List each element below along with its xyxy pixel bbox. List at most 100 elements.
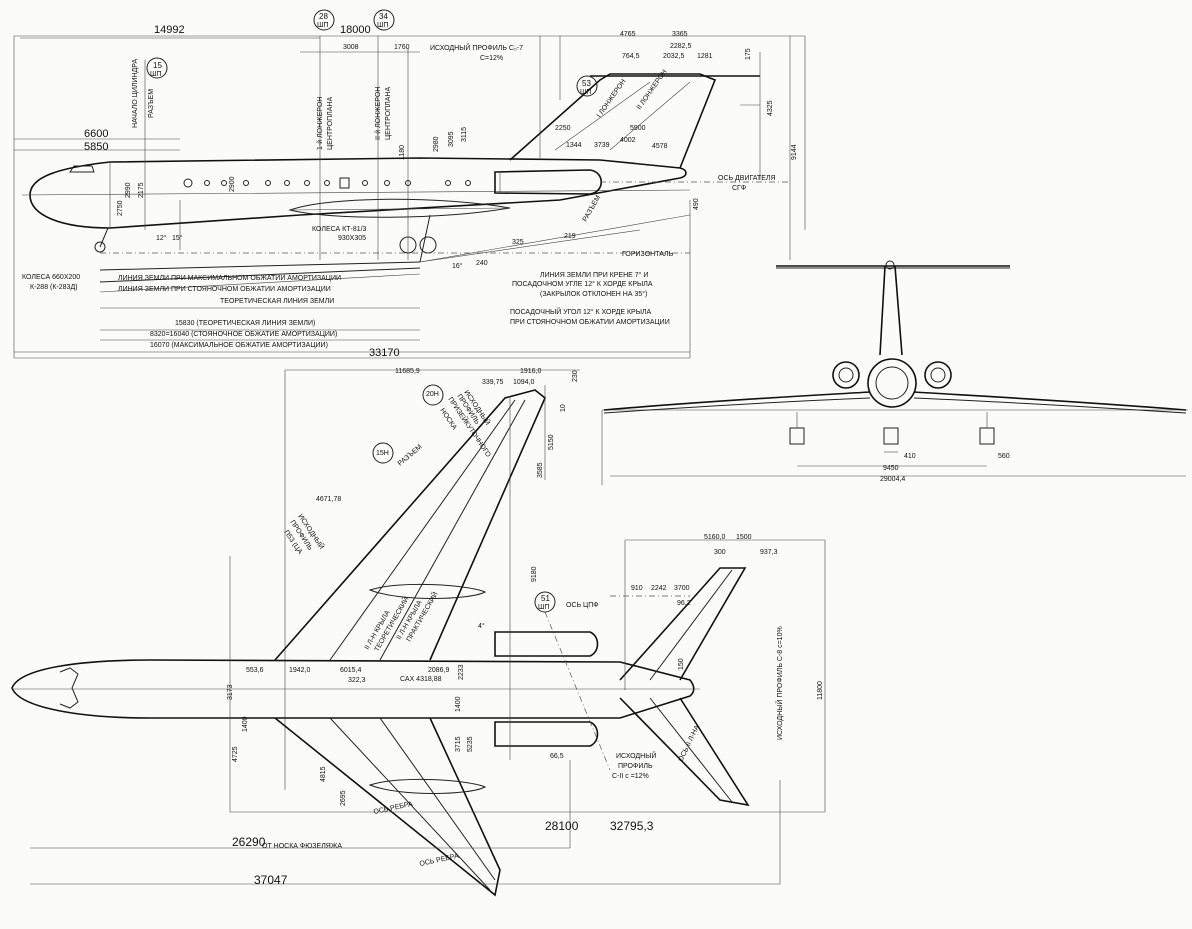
dim-240: 240 bbox=[476, 260, 488, 267]
front-wing bbox=[603, 391, 1187, 411]
dim-3008: 3008 bbox=[343, 44, 359, 51]
plan-dim-150: 150 bbox=[678, 658, 685, 670]
dim-2175: 2175 bbox=[138, 182, 145, 198]
mac-label: САХ 4318,88 bbox=[400, 676, 442, 683]
side-engine bbox=[494, 169, 603, 195]
plan-dim-1400b: 1400 bbox=[455, 696, 462, 712]
plan-wing-lower bbox=[274, 717, 501, 897]
dim-1281: 1281 bbox=[697, 53, 713, 60]
ground-line-theory: ТЕОРЕТИЧЕСКАЯ ЛИНИЯ ЗЕМЛИ bbox=[220, 298, 334, 305]
bank-line-label-3: (ЗАКРЫЛОК ОТКЛОНЕН НА 35°) bbox=[540, 290, 647, 298]
plan-dim-910: 910 bbox=[631, 585, 643, 592]
dim-325: 325 bbox=[512, 239, 524, 246]
dim-18000: 18000 bbox=[340, 24, 371, 36]
nose-wheels-label: КОЛЕСА 660Х200 bbox=[22, 274, 80, 281]
plan-dim-5160: 5160,0 bbox=[704, 534, 726, 541]
plan-dim-10: 10 bbox=[560, 404, 567, 412]
dim-9144: 9144 bbox=[791, 144, 798, 160]
dim-4325: 4325 bbox=[767, 100, 774, 116]
frame-34-label: ШП bbox=[377, 22, 388, 29]
plan-dim-5536: 553,6 bbox=[246, 667, 264, 674]
plan-dim-2086: 2086,9 bbox=[428, 667, 450, 674]
profile-top-label: ИСХОДНЫЙ ПРОФИЛЬ С₀-7 bbox=[430, 43, 523, 52]
plan-dim-665: 66,5 bbox=[550, 753, 564, 760]
plan-dim-937: 937,3 bbox=[760, 549, 778, 556]
fin-spar-2-label: II ЛОНЖЕРОН bbox=[636, 69, 669, 112]
plan-dim-1916: 1916,0 bbox=[520, 368, 542, 375]
dim-1344: 1344 bbox=[566, 142, 582, 149]
dim-175: 175 bbox=[745, 48, 752, 60]
plan-dim-3585: 3585 bbox=[537, 462, 544, 478]
ground-line-max: ЛИНИЯ ЗЕМЛИ ПРИ МАКСИМАЛЬНОМ ОБЖАТИИ АМО… bbox=[118, 275, 341, 282]
profile-top-thickness: С=12% bbox=[480, 55, 503, 62]
plan-dim-1094: 1094,0 bbox=[513, 379, 535, 386]
frame-53-label: ШП bbox=[580, 89, 591, 96]
plan-dim-6015: 6015,4 bbox=[340, 667, 362, 674]
angle-16: 16° bbox=[452, 262, 463, 270]
front-dim-560: 560 bbox=[998, 453, 1010, 460]
side-windows bbox=[183, 177, 471, 189]
dim-4765: 4765 bbox=[620, 31, 636, 38]
plan-dim-96: 96,2 bbox=[677, 600, 691, 607]
front-dim-9450: 9450 bbox=[883, 465, 899, 472]
front-dim-410: 410 bbox=[904, 453, 916, 460]
dim-2750: 2750 bbox=[117, 200, 124, 216]
cylinder-start-label: НАЧАЛО ЦИЛИНДРА bbox=[132, 59, 139, 128]
plan-dim-4671: 4671,78 bbox=[316, 496, 341, 503]
dim-3739: 3739 bbox=[594, 142, 610, 149]
horizontal-label: ГОРИЗОНТАЛЬ bbox=[622, 251, 674, 258]
frame-53-number: 53 bbox=[582, 79, 591, 88]
ground-line-parking: ЛИНИЯ ЗЕМЛИ ПРИ СТОЯНОЧНОМ ОБЖАТИИ АМОРТ… bbox=[118, 286, 331, 293]
nose-wheels-type: К-288 (К-283Д) bbox=[30, 284, 78, 291]
plan-dim-5150: 5150 bbox=[548, 434, 555, 450]
side-fin bbox=[509, 73, 717, 169]
front-engine-right bbox=[924, 361, 952, 389]
dim-3365: 3365 bbox=[672, 31, 688, 38]
dim-33170: 33170 bbox=[369, 347, 400, 359]
spar-1-label: 1-й ЛОНЖЕРОН bbox=[316, 97, 324, 150]
nose-wheel bbox=[94, 241, 106, 253]
side-view bbox=[13, 9, 806, 359]
dim-5900: 5900 bbox=[630, 125, 646, 132]
plan-dim-37047: 37047 bbox=[254, 873, 288, 887]
dim-4578: 4578 bbox=[652, 143, 668, 150]
side-fuselage bbox=[29, 157, 687, 229]
frame-15-number: 15 bbox=[153, 61, 162, 70]
spar-2-sublabel: ЦЕНТРОПЛАНА bbox=[385, 87, 392, 140]
landing-angle-label: ПОСАДОЧНЫЙ УГОЛ 12° К ХОРДЕ КРЫЛА bbox=[510, 307, 651, 316]
front-view: 410 560 9450 29004,4 bbox=[601, 260, 1188, 485]
angle-4: 4° bbox=[478, 622, 485, 630]
plan-dim-339: 339,75 bbox=[482, 379, 504, 386]
spar-1-sublabel: ЦЕНТРОПЛАНА bbox=[327, 97, 334, 150]
dim-1760: 1760 bbox=[394, 44, 410, 51]
dim-764: 764,5 bbox=[622, 53, 640, 60]
plan-dim-230: 230 bbox=[572, 370, 579, 382]
plan-dim-32795: 32795,3 bbox=[610, 819, 654, 833]
side-joint-label: РАЗЪЕМ bbox=[148, 89, 155, 118]
frame-15-label: ШП bbox=[150, 71, 161, 78]
main-wheels-label: КОЛЕСА КТ-81/3 bbox=[312, 226, 367, 233]
angle-12: 12° bbox=[156, 234, 167, 242]
dim-5850: 5850 bbox=[84, 141, 108, 153]
plan-dim-4815: 4815 bbox=[320, 766, 327, 782]
bank-line-label-2: ПОСАДОЧНОМ УГЛЕ 12° К ХОРДЕ КРЫЛА bbox=[512, 280, 653, 288]
plan-dim-2695: 2695 bbox=[340, 790, 347, 806]
dim-6600: 6600 bbox=[84, 128, 108, 140]
stab-profile-label-3: С-II с =12% bbox=[612, 773, 649, 780]
front-dim-span: 29004,4 bbox=[880, 476, 905, 483]
plan-dim-1942: 1942,0 bbox=[289, 667, 311, 674]
plan-dim-3700: 3700 bbox=[674, 585, 690, 592]
dim-2990: 2990 bbox=[125, 182, 132, 198]
frame-34-number: 34 bbox=[379, 12, 388, 21]
dim-219: 219 bbox=[564, 233, 576, 240]
cg-label: СГФ bbox=[732, 185, 746, 192]
stab-axis-label: ОСЬ ЦПФ bbox=[566, 602, 599, 609]
plan-stab-lower bbox=[619, 697, 750, 807]
plan-dim-2242: 2242 bbox=[651, 585, 667, 592]
frame-28-label: ШП bbox=[317, 22, 328, 29]
plan-dim-3715: 3715 bbox=[455, 736, 462, 752]
plan-frame-51-label: ШП bbox=[538, 604, 549, 611]
side-view-labels: 14992 18000 3008 1760 4765 3365 2282,5 7… bbox=[22, 12, 798, 359]
main-wheel-2 bbox=[419, 236, 437, 254]
plan-dim-26290: 26290 bbox=[232, 835, 266, 849]
